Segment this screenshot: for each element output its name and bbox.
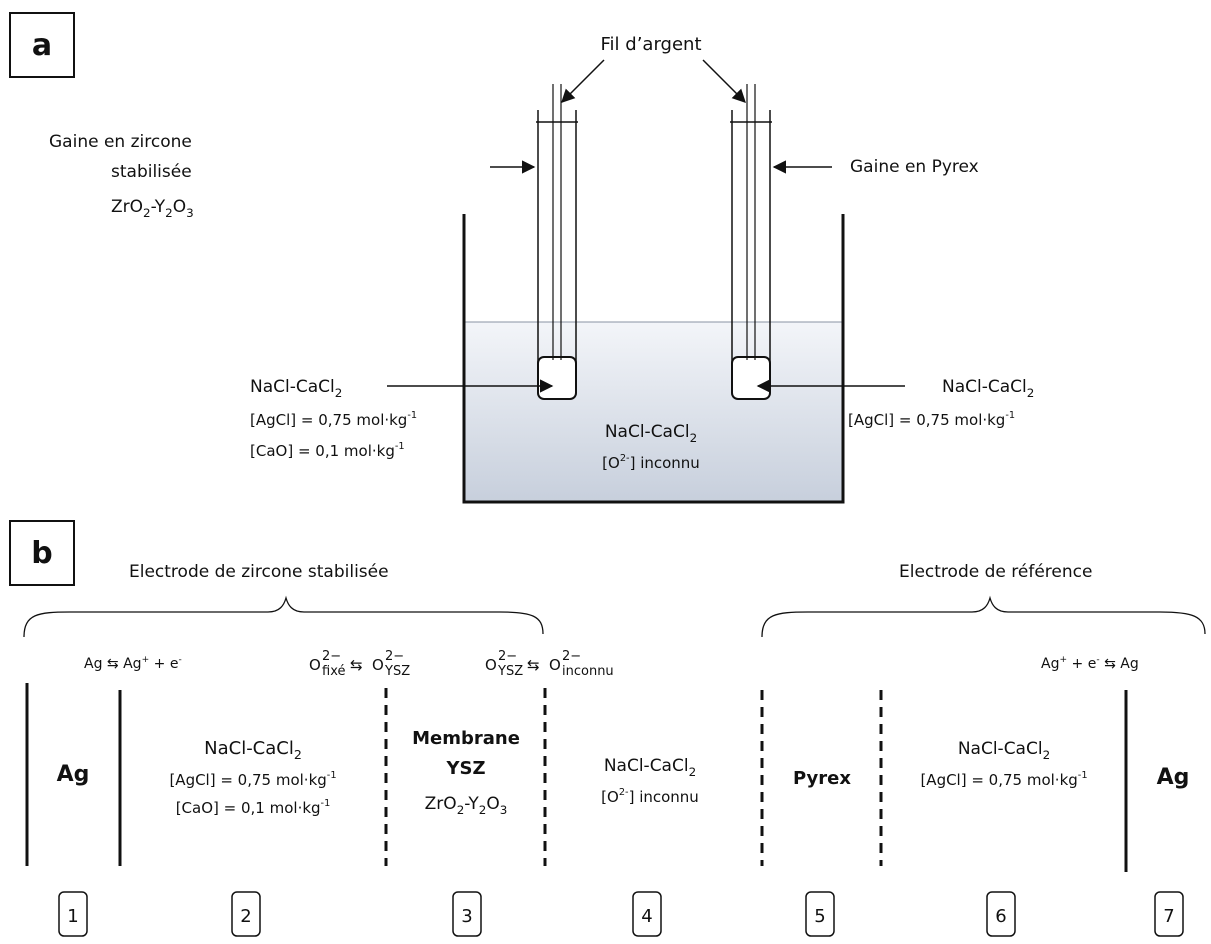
svg-text:7: 7 <box>1163 906 1174 927</box>
reference-electrode-brace <box>761 595 1206 638</box>
reaction-silver-reduction: Ag+ + e- ⇆ Ag <box>1041 655 1139 672</box>
svg-text:YSZ: YSZ <box>384 664 410 679</box>
svg-text:⇆: ⇆ <box>350 656 363 674</box>
crucible <box>462 214 845 504</box>
compartment-number-7: 7 <box>1154 891 1184 937</box>
compartment-number-4: 4 <box>632 891 662 937</box>
compartment-number-5: 5 <box>805 891 835 937</box>
svg-text:YSZ: YSZ <box>497 664 523 679</box>
svg-text:[AgCl] = 0,75 mol·kg-1: [AgCl] = 0,75 mol·kg-1 <box>848 410 1015 429</box>
compartment-6-reference-melt: NaCl-CaCl2 [AgCl] = 0,75 mol·kg-1 <box>920 739 1087 789</box>
svg-text:Membrane: Membrane <box>412 728 520 749</box>
svg-text:4: 4 <box>641 906 652 927</box>
svg-text:3: 3 <box>461 906 472 927</box>
panel-a-label-box <box>9 12 75 78</box>
svg-text:5: 5 <box>814 906 825 927</box>
silver-wire-label: Fil d’argent <box>601 34 702 55</box>
zirconia-sheath-formula: ZrO2-Y2O3 <box>111 197 194 220</box>
silver-wire-arrow-right <box>702 59 746 103</box>
svg-text:2: 2 <box>240 906 251 927</box>
reference-electrode-brace-label: Electrode de référence <box>899 562 1092 582</box>
compartment-5-pyrex: Pyrex <box>793 768 851 789</box>
compartment-7-silver: Ag <box>1157 765 1190 790</box>
compartment-4-bath: NaCl-CaCl2 [O2-] inconnu <box>601 756 699 806</box>
svg-text:[CaO] = 0,1 mol·kg-1: [CaO] = 0,1 mol·kg-1 <box>250 441 405 460</box>
zirconia-electrode-brace <box>23 595 544 638</box>
svg-text:2−: 2− <box>385 649 404 664</box>
compartment-1-silver: Ag <box>57 762 90 787</box>
svg-text:2−: 2− <box>562 649 581 664</box>
panel-b: b Electrode de zircone stabilisée Electr… <box>9 520 1206 937</box>
svg-text:[AgCl] = 0,75 mol·kg-1: [AgCl] = 0,75 mol·kg-1 <box>920 770 1087 789</box>
right-inner-composition: NaCl-CaCl2 [AgCl] = 0,75 mol·kg-1 <box>848 377 1034 429</box>
svg-text:[O2-] inconnu: [O2-] inconnu <box>601 787 699 806</box>
svg-text:[CaO] = 0,1 mol·kg-1: [CaO] = 0,1 mol·kg-1 <box>176 798 331 817</box>
svg-text:2−: 2− <box>498 649 517 664</box>
svg-text:1: 1 <box>67 906 78 927</box>
svg-text:YSZ: YSZ <box>445 758 485 779</box>
svg-text:NaCl-CaCl2: NaCl-CaCl2 <box>958 739 1050 762</box>
svg-text:O: O <box>549 656 561 674</box>
svg-text:O: O <box>372 656 384 674</box>
bath-composition: NaCl-CaCl2 [O2-] inconnu <box>602 422 700 472</box>
panel-a-label: a <box>32 28 52 63</box>
svg-text:NaCl-CaCl2: NaCl-CaCl2 <box>604 756 696 779</box>
panel-b-label: b <box>31 536 52 571</box>
compartment-2-inner-melt: NaCl-CaCl2 [AgCl] = 0,75 mol·kg-1 [CaO] … <box>169 738 336 817</box>
svg-text:[O2-] inconnu: [O2-] inconnu <box>602 453 700 472</box>
compartment-number-1: 1 <box>58 891 88 937</box>
svg-text:[AgCl] = 0,75 mol·kg-1: [AgCl] = 0,75 mol·kg-1 <box>169 770 336 789</box>
svg-text:NaCl-CaCl2: NaCl-CaCl2 <box>204 738 302 762</box>
silver-wire-arrow-left <box>561 59 605 103</box>
pyrex-sheath-label: Gaine en Pyrex <box>850 157 979 177</box>
svg-text:fixé: fixé <box>322 664 345 679</box>
svg-text:NaCl-CaCl2: NaCl-CaCl2 <box>605 422 697 445</box>
compartment-number-6: 6 <box>986 891 1016 937</box>
svg-text:O: O <box>485 656 497 674</box>
molten-salt-bath <box>464 322 843 502</box>
panel-b-label-box <box>9 520 75 586</box>
svg-text:NaCl-CaCl2: NaCl-CaCl2 <box>250 377 342 400</box>
svg-text:O: O <box>309 656 321 674</box>
compartment-number-2: 2 <box>231 891 261 937</box>
svg-text:[AgCl] = 0,75 mol·kg-1: [AgCl] = 0,75 mol·kg-1 <box>250 410 417 429</box>
zirconia-electrode <box>536 84 578 400</box>
svg-text:inconnu: inconnu <box>562 664 614 679</box>
reaction-oxide-fixed-ysz: O 2− fixé ⇆ O 2− YSZ <box>309 649 410 679</box>
svg-text:6: 6 <box>995 906 1006 927</box>
panel-a: a Fil d’argent Gaine <box>9 12 1034 504</box>
svg-text:ZrO2-Y2O3: ZrO2-Y2O3 <box>425 794 508 817</box>
reaction-silver-oxidation: Ag ⇆ Ag+ + e- <box>84 655 182 672</box>
svg-text:NaCl-CaCl2: NaCl-CaCl2 <box>942 377 1034 400</box>
zirconia-electrode-brace-label: Electrode de zircone stabilisée <box>129 562 389 582</box>
left-inner-composition: NaCl-CaCl2 [AgCl] = 0,75 mol·kg-1 [CaO] … <box>250 377 417 460</box>
reaction-oxide-ysz-unknown: O 2− YSZ ⇆ O 2− inconnu <box>485 649 614 679</box>
compartment-number-3: 3 <box>452 891 482 937</box>
compartment-3-ysz-membrane: Membrane YSZ ZrO2-Y2O3 <box>412 728 520 817</box>
svg-text:2−: 2− <box>322 649 341 664</box>
zirconia-sheath-label: Gaine en zircone stabilisée <box>49 132 197 182</box>
svg-text:⇆: ⇆ <box>527 656 540 674</box>
reference-electrode <box>730 84 772 400</box>
